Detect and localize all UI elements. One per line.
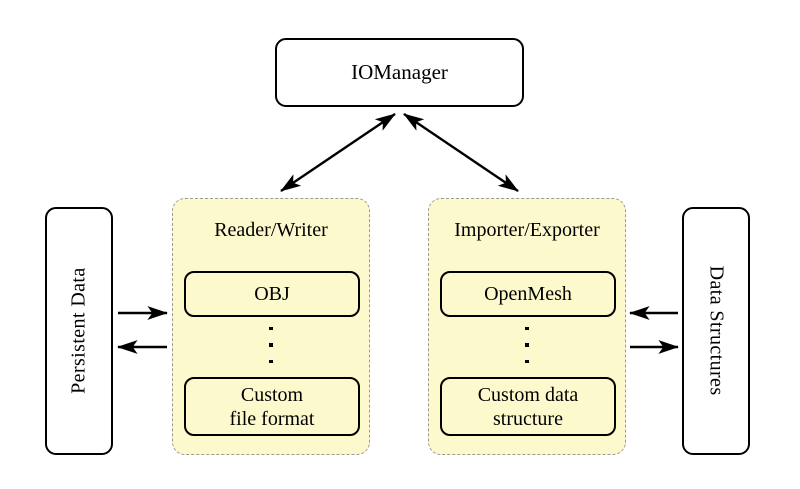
data-structures-label: Data Structures [705,266,728,396]
importer-exporter-item-custom-line1: Custom data [477,383,579,406]
persistent-data-node[interactable]: Persistent Data [45,207,113,455]
reader-writer-ellipsis-icon [173,327,369,363]
importer-exporter-item-openmesh[interactable]: OpenMesh [440,271,616,317]
panel-reader-writer[interactable]: Reader/Writer OBJ Custom file format [172,198,370,455]
panel-importer-exporter[interactable]: Importer/Exporter OpenMesh Custom data s… [428,198,626,455]
importer-exporter-item-custom-line2: structure [493,407,563,430]
persistent-data-label: Persistent Data [67,267,90,395]
importer-exporter-ellipsis-icon [429,327,625,363]
io-manager-label: IOManager [351,60,448,85]
arrow-manager-reader-writer [280,113,396,192]
importer-exporter-item-custom-data-structure[interactable]: Custom data structure [440,377,616,436]
reader-writer-item-custom-file-format[interactable]: Custom file format [184,377,360,436]
data-structures-node[interactable]: Data Structures [682,207,750,455]
reader-writer-item-custom-line1: Custom [240,383,304,406]
arrow-manager-importer-exporter [403,113,519,192]
io-manager-node[interactable]: IOManager [275,38,524,107]
panel-importer-exporter-title: Importer/Exporter [454,219,600,241]
reader-writer-item-obj-label: OBJ [254,283,290,305]
panel-reader-writer-title: Reader/Writer [214,219,328,241]
importer-exporter-item-openmesh-label: OpenMesh [484,283,572,305]
reader-writer-item-custom-line2: file format [229,407,315,430]
reader-writer-item-obj[interactable]: OBJ [184,271,360,317]
